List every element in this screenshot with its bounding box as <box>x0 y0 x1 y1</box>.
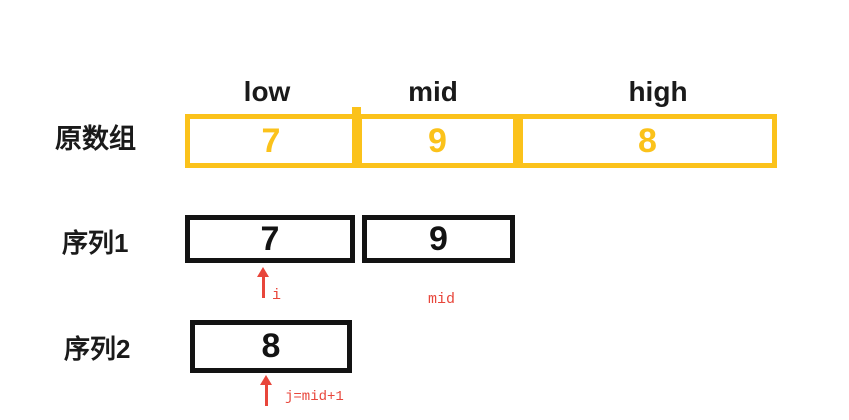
array-cell-high: 8 <box>518 114 777 168</box>
arrow-stem <box>261 277 265 298</box>
row-label-sequence1: 序列1 <box>62 228 129 258</box>
arrow-up-icon <box>260 375 272 406</box>
pointer-annotation-j: j=mid+1 <box>285 389 344 405</box>
array-divider-tab <box>352 107 361 118</box>
array-cell-mid: 9 <box>357 114 518 168</box>
pointer-label-high: high <box>628 76 688 107</box>
pointer-annotation-mid: mid <box>428 291 456 308</box>
array-cell-low: 7 <box>185 114 357 168</box>
arrow-head <box>257 267 269 277</box>
pointer-label-low: low <box>243 76 291 107</box>
arrow-head <box>260 375 272 385</box>
pointer-annotation-i: i <box>272 287 282 304</box>
sequence1-cell-0: 7 <box>185 215 355 263</box>
row-label-sequence2: 序列2 <box>64 334 131 364</box>
sequence2-cell-0: 8 <box>190 320 352 373</box>
pointer-label-mid: mid <box>408 76 458 107</box>
arrow-up-icon <box>257 267 269 298</box>
row-label-original-array: 原数组 <box>55 124 136 154</box>
sequence1-cell-1: 9 <box>362 215 515 263</box>
arrow-stem <box>264 385 268 406</box>
